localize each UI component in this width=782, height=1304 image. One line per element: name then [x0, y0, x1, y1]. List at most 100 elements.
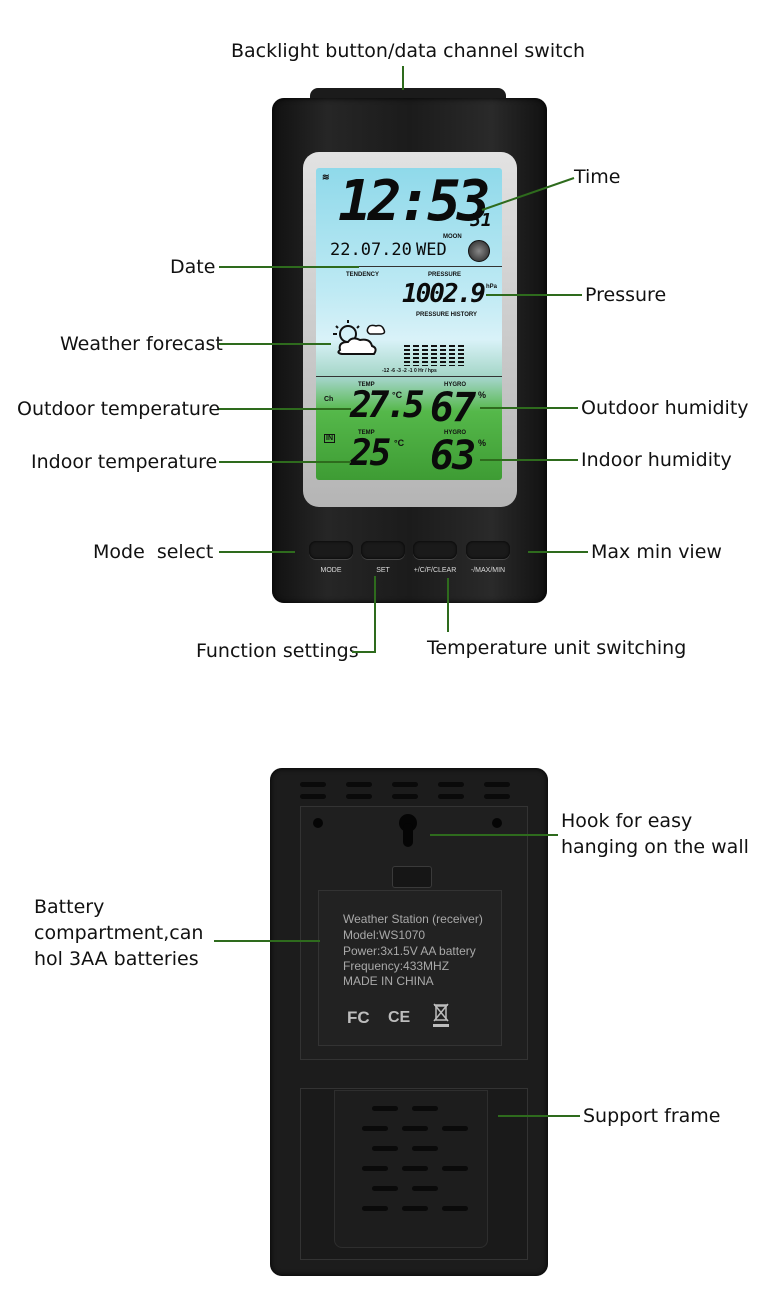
lcd-outdoor-unit: °C: [392, 390, 403, 400]
leader-battery: [214, 940, 320, 942]
battery-cover-latch[interactable]: [392, 866, 432, 888]
set-button-label: SET: [376, 567, 390, 574]
fcc-logo: FC: [347, 1008, 370, 1027]
callout-mode-select: Mode select: [93, 541, 214, 563]
leader-pressure: [486, 294, 582, 296]
lcd-percent-indoor: %: [478, 438, 487, 448]
callout-max-min-view: Max min view: [591, 541, 722, 563]
pressure-history-bar: [458, 345, 464, 366]
lcd-pressure-unit: hPa: [486, 284, 498, 290]
lcd-pressure-value: 1002.9: [402, 279, 486, 309]
frame-vent-slot: [442, 1166, 468, 1171]
pressure-history-bar: [413, 345, 419, 366]
pressure-history-bar: [422, 345, 428, 366]
pressure-history-bar: [449, 345, 455, 366]
callout-function-settings: Function settings: [196, 640, 359, 662]
battery-compartment-sticker: [318, 890, 502, 1046]
pressure-history-chart: [404, 338, 484, 368]
moon-phase-icon: [468, 240, 490, 262]
vent-slot: [392, 794, 418, 799]
leader-date: [219, 266, 359, 268]
leader-function-settings-v: [374, 576, 376, 652]
frame-vent-slot: [402, 1126, 428, 1131]
pressure-history-bar: [440, 345, 446, 366]
frame-vent-slot: [402, 1166, 428, 1171]
leader-mode-select: [219, 551, 295, 553]
weee-bin-icon: [432, 1002, 450, 1028]
callout-backlight: Backlight button/data channel switch: [231, 40, 586, 62]
frame-vent-slot: [412, 1146, 438, 1151]
frame-vent-slot: [412, 1186, 438, 1191]
vent-slot: [392, 782, 418, 787]
mode-button[interactable]: [309, 541, 353, 559]
lcd-indoor-label: IN: [324, 434, 335, 443]
pressure-history-bar: [404, 345, 410, 366]
frame-vent-slot: [362, 1206, 388, 1211]
frame-vent-slot: [362, 1126, 388, 1131]
frame-vent-slot: [372, 1146, 398, 1151]
frame-vent-slot: [372, 1106, 398, 1111]
lcd-tendency-label: TENDENCY: [346, 272, 380, 278]
callout-outdoor-humidity: Outdoor humidity: [581, 397, 749, 419]
wall-hook-slot[interactable]: [397, 812, 419, 850]
lcd-channel-label: Ch: [324, 396, 334, 403]
vent-slot: [300, 782, 326, 787]
frame-vent-slot: [442, 1126, 468, 1131]
sticker-line-4: Frequency:433MHZ: [343, 959, 450, 973]
vent-slot: [438, 782, 464, 787]
frame-vent-slot: [362, 1166, 388, 1171]
callout-pressure: Pressure: [585, 284, 667, 306]
lcd-percent-outdoor: %: [478, 390, 487, 400]
set-button[interactable]: [361, 541, 405, 559]
max-min-button[interactable]: [466, 541, 510, 559]
leader-outdoor-temp: [219, 408, 351, 410]
vent-slot: [484, 782, 510, 787]
leader-temperature-unit: [447, 578, 449, 632]
lcd-hygro-label: HYGRO: [444, 382, 467, 388]
lcd-weekday: WED: [416, 240, 447, 260]
callout-battery: Battery compartment,can hol 3AA batterie…: [34, 896, 204, 970]
callout-date: Date: [170, 256, 216, 278]
lcd-indoor-unit: °C: [394, 438, 405, 448]
lcd-screen: ≋ 12:53 51 MOON 22.07.20 WED TENDENCY PR…: [316, 168, 502, 480]
callout-indoor-humidity: Indoor humidity: [581, 449, 732, 471]
leader-function-settings-h: [352, 651, 376, 653]
vent-slot: [300, 794, 326, 799]
clear-button-label: +/C/F/CLEAR: [413, 567, 457, 574]
leader-forecast: [219, 343, 331, 345]
lcd-seconds: 51: [470, 210, 492, 231]
frame-vent-slot: [412, 1106, 438, 1111]
screw-hole-left: [313, 818, 323, 828]
lcd-temp-label-indoor: TEMP: [358, 430, 375, 436]
lcd-history-axis: -12 -6 -3 -2 -1 0 Hr / hps: [382, 368, 437, 374]
leader-hook: [430, 834, 558, 836]
sticker-line-2: Model:WS1070: [343, 928, 426, 942]
sticker-line-1: Weather Station (receiver): [343, 912, 483, 926]
leader-backlight: [402, 66, 404, 90]
max-min-button-label: -/MAX/MIN: [470, 567, 506, 574]
clear-button[interactable]: [413, 541, 457, 559]
leader-max-min: [528, 551, 588, 553]
vent-slot: [346, 782, 372, 787]
lcd-moon-label: MOON: [443, 234, 462, 240]
vent-slot: [346, 794, 372, 799]
lcd-divider-2: [316, 376, 502, 377]
leader-indoor-temp: [219, 461, 351, 463]
lcd-hygro-label-indoor: HYGRO: [444, 430, 467, 436]
callout-outdoor-temperature: Outdoor temperature: [17, 398, 221, 420]
callout-weather-forecast: Weather forecast: [60, 333, 223, 355]
leader-time: [480, 176, 576, 212]
lcd-time: 12:53: [338, 169, 491, 234]
frame-vent-slot: [372, 1186, 398, 1191]
mode-button-label: MODE: [320, 567, 342, 574]
leader-outdoor-humidity: [480, 407, 578, 409]
callout-time: Time: [574, 166, 621, 188]
leader-support-frame: [498, 1115, 580, 1117]
sticker-line-5: MADE IN CHINA: [343, 974, 434, 988]
front-device-view: ≋ 12:53 51 MOON 22.07.20 WED TENDENCY PR…: [17, 40, 749, 662]
vent-slot: [438, 794, 464, 799]
back-device-view: Weather Station (receiver) Model:WS1070 …: [0, 690, 782, 1304]
sun-cloud-forecast-icon: [328, 318, 388, 358]
lcd-pressure-label: PRESSURE: [428, 272, 462, 278]
pressure-history-bar: [431, 345, 437, 366]
